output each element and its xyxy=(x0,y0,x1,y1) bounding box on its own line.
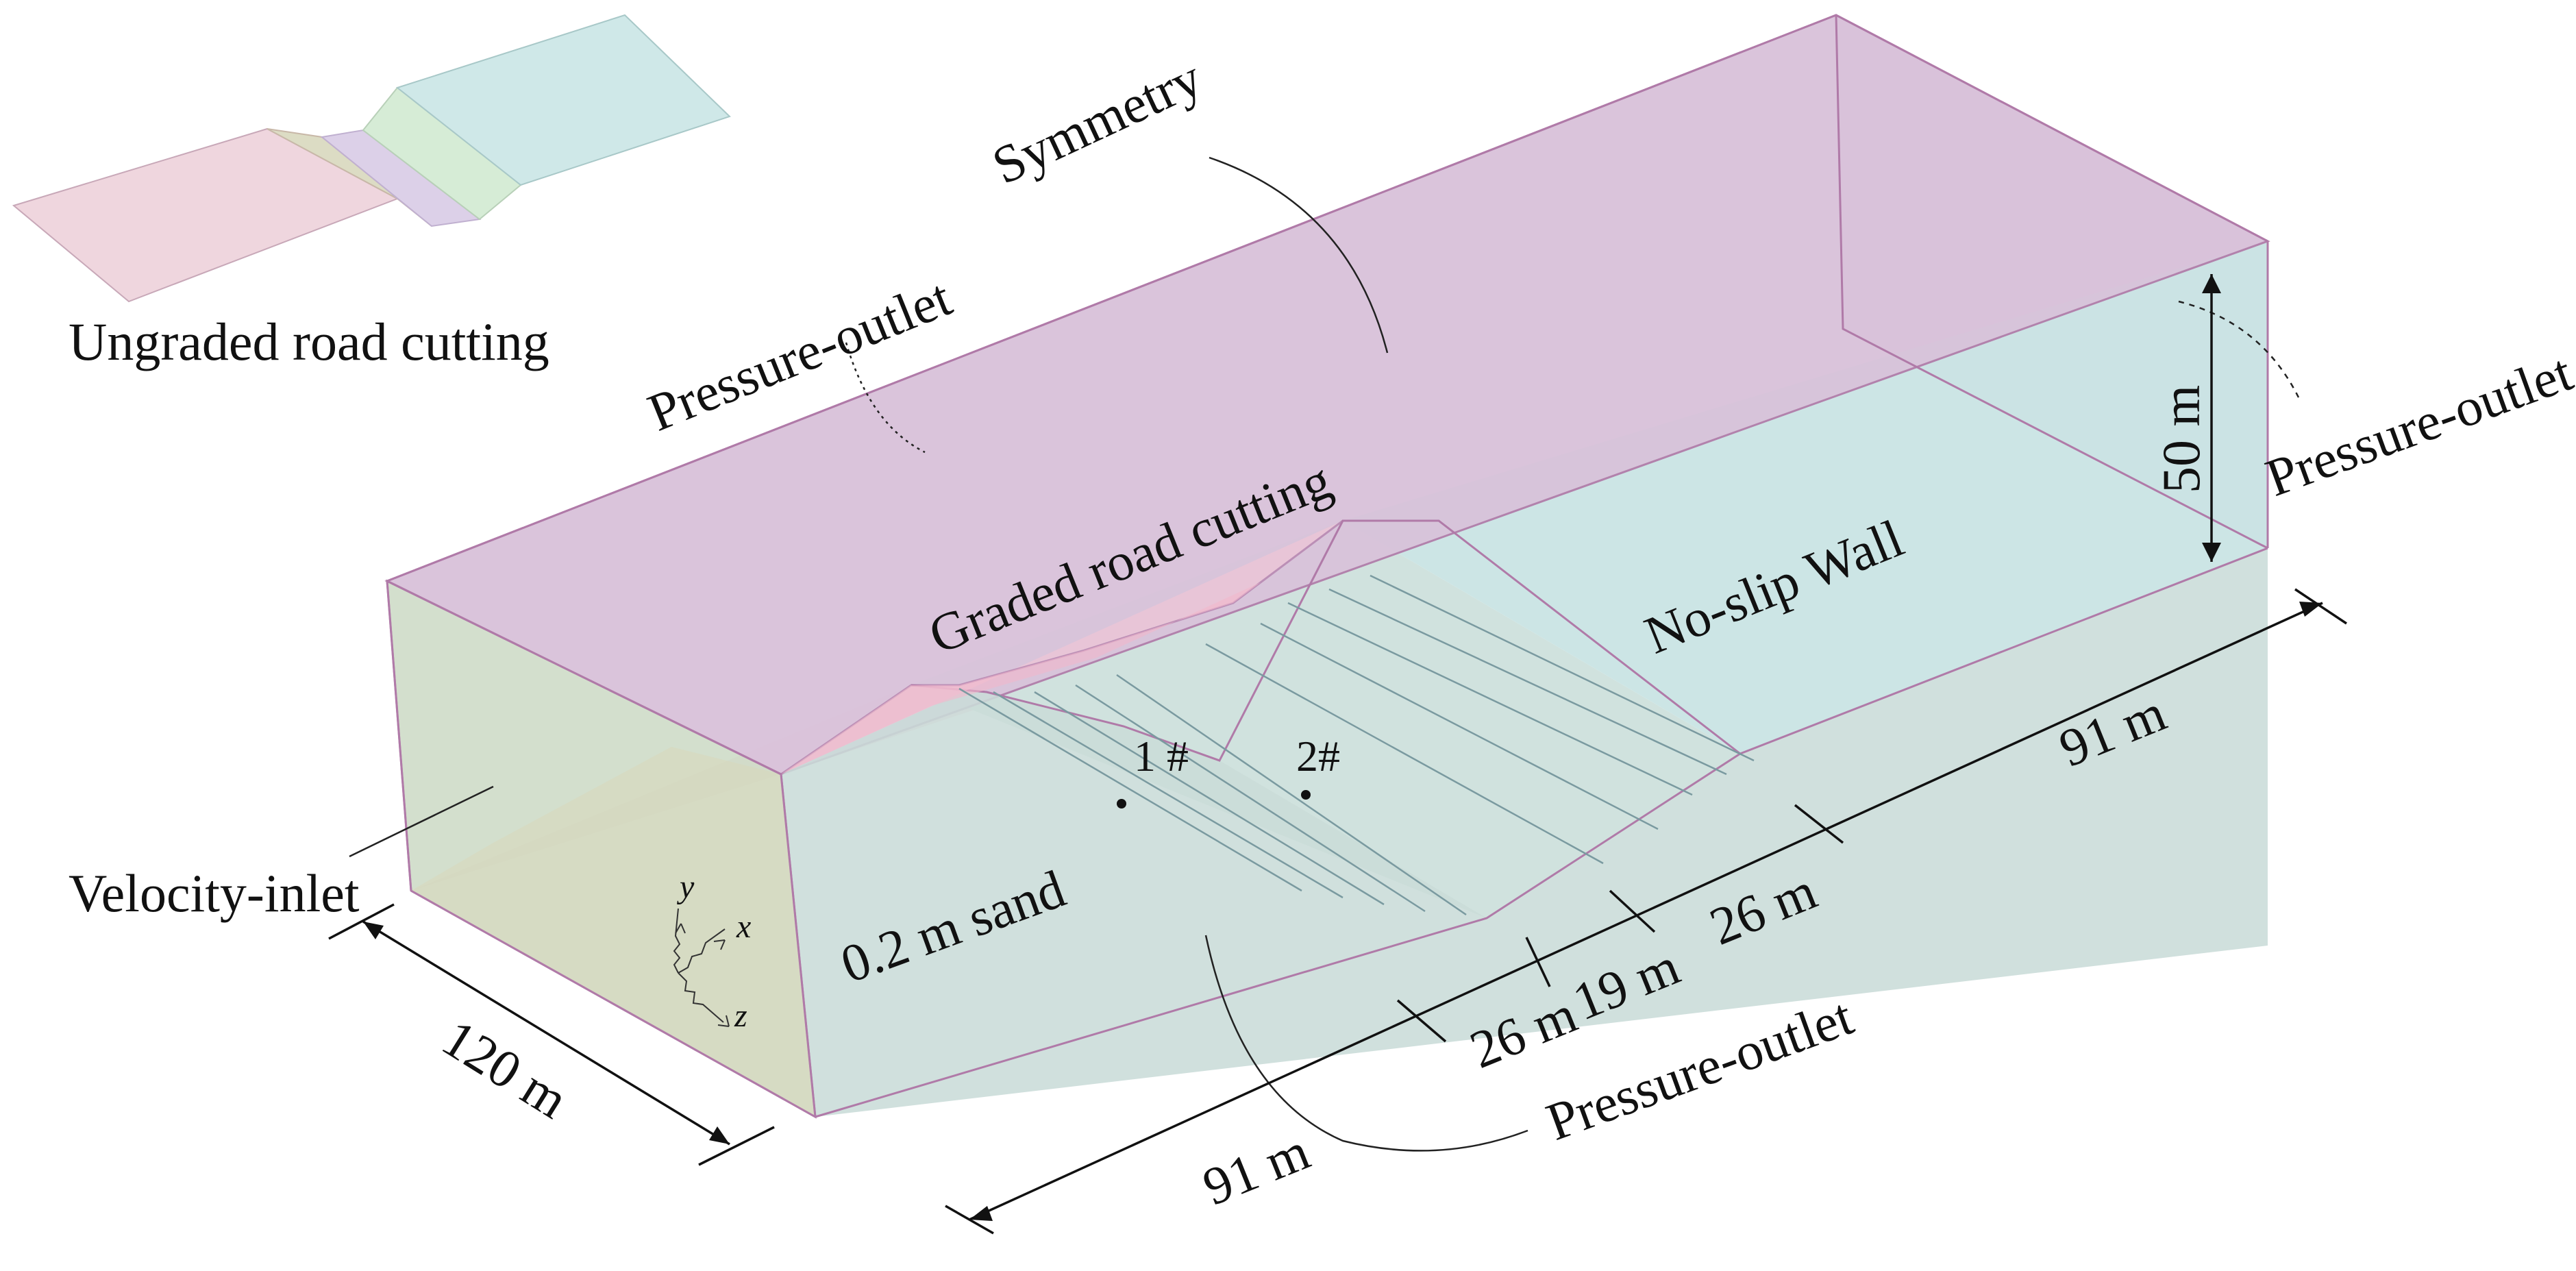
velocity-inlet-leader xyxy=(349,785,494,858)
sample-point-2 xyxy=(1301,790,1311,800)
symmetry-label: Symmetry xyxy=(983,47,1210,195)
x-axis-arrow xyxy=(678,928,726,974)
front-sand-face xyxy=(781,548,2268,1117)
pressure-outlet-right-leader xyxy=(2178,300,2300,398)
pressure-outlet-bottom-leader xyxy=(1204,935,1528,1152)
dim-height-label: 50 m xyxy=(2151,385,2211,493)
dim-height: 50 m xyxy=(2151,274,2221,562)
pressure-outlet-right-label: Pressure-outlet xyxy=(2258,342,2576,508)
cutting-profile-back xyxy=(911,519,1741,762)
sample-point-1-label: 1 # xyxy=(1134,732,1189,780)
front-vertical-edge xyxy=(780,774,817,1118)
dim-upstream-label: 91 m xyxy=(1195,1121,1317,1217)
back-inner-edge xyxy=(1835,14,2268,550)
x-axis-label: x xyxy=(736,909,751,945)
z-axis-label: z xyxy=(734,998,747,1034)
velocity-inlet-label: Velocity-inlet xyxy=(69,863,360,923)
axis-triad xyxy=(673,908,730,1027)
dim-width-label: 120 m xyxy=(432,1008,578,1130)
y-axis-label: y xyxy=(676,869,695,905)
graded-slope-bands xyxy=(958,574,1755,916)
inlet-vertical-edge xyxy=(386,580,412,891)
y-axis-arrow xyxy=(673,908,681,974)
symmetry-leader xyxy=(1209,156,1389,354)
sample-point-2-label: 2# xyxy=(1296,732,1340,780)
sample-point-1 xyxy=(1117,799,1126,809)
computational-domain: 1 # 2# xyxy=(384,14,2270,1119)
top-front-edge xyxy=(386,580,782,776)
bottom-front-edge xyxy=(815,547,2268,1118)
inlet-bottom-edge xyxy=(410,889,816,1118)
inlet-lower-tint xyxy=(411,747,815,1117)
inset-ungraded-model: Ungraded road cutting xyxy=(12,14,731,371)
dim-chain xyxy=(945,588,2347,1235)
z-axis-arrow xyxy=(678,972,724,1023)
inset-right-ground xyxy=(395,14,731,186)
pressure-outlet-top-leader xyxy=(845,342,926,454)
inset-caption: Ungraded road cutting xyxy=(69,312,549,371)
